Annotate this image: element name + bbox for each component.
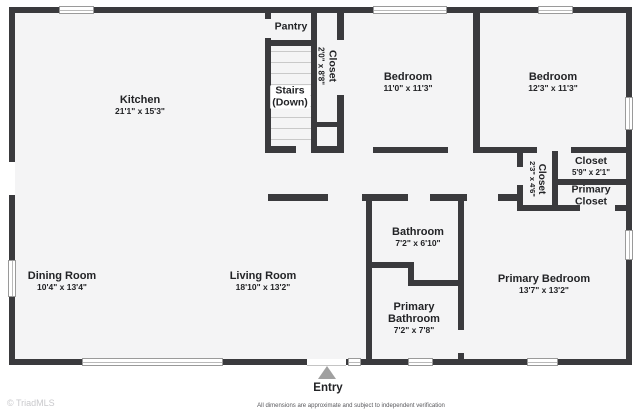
- stair-tread: [271, 128, 311, 129]
- window-bedroom2-top: [538, 6, 573, 14]
- window-primary-bedroom-bottom: [527, 358, 558, 366]
- wall-closet-inner-divider: [317, 122, 337, 127]
- stairs-name-line2: (Down): [272, 96, 308, 108]
- window-primary-bedroom-right: [625, 230, 633, 260]
- wall-closet-column-bottom: [311, 146, 344, 153]
- pantry-name: Pantry: [274, 20, 308, 33]
- wall-bath-step-h2: [408, 280, 464, 286]
- kitchen-dims: 21'1" x 15'3": [115, 106, 165, 116]
- wall-closetblock-bottom-1: [517, 205, 580, 211]
- window-bedroom2-right: [625, 97, 633, 130]
- stair-tread: [271, 62, 311, 63]
- wall-closet-bedroom1-lower: [337, 95, 344, 153]
- stair-tread: [271, 73, 311, 74]
- wall-closet-bedroom1-upper: [337, 13, 344, 40]
- kitchen-label: Kitchen 21'1" x 15'3": [115, 94, 165, 116]
- wall-closetblock-left-upper: [517, 147, 523, 167]
- bedroom1-label: Bedroom 11'0" x 11'3": [384, 71, 433, 93]
- wall-outer-top: [9, 7, 632, 13]
- stairs-name-line1: Stairs: [275, 84, 305, 97]
- living-room-label: Living Room 18'10" x 13'2": [230, 270, 297, 292]
- wall-outer-right: [626, 7, 632, 365]
- primary-closet-name-line2: Closet: [574, 195, 608, 207]
- window-dining-left: [8, 260, 16, 297]
- bathroom-label: Bathroom 7'2" x 6'10": [392, 226, 444, 248]
- primary-bedroom-name: Primary Bedroom: [497, 273, 591, 285]
- stairs-label: Stairs (Down): [270, 84, 310, 109]
- bathroom-name: Bathroom: [392, 226, 444, 238]
- hall-closet-dims: 2'0" x 8'8": [316, 46, 326, 86]
- bedroom2-closet-dims: 5'9" x 2'1": [571, 167, 611, 177]
- dining-room-dims: 10'4" x 13'4": [37, 282, 87, 292]
- window-bedroom1-top: [373, 6, 447, 14]
- primary-bathroom-label: Primary Bathroom 7'2" x 7'8": [388, 301, 440, 335]
- hall-closet-name: Closet: [326, 49, 339, 83]
- bedroom2-label: Bedroom 12'3" x 11'3": [528, 71, 577, 93]
- living-room-dims: 18'10" x 13'2": [235, 282, 291, 292]
- wall-hall-bottom-2: [362, 194, 408, 201]
- entry-door-opening: [307, 359, 346, 366]
- opening-left-wall: [9, 162, 15, 195]
- wall-pantry-left-upper: [265, 13, 271, 19]
- entry-label: Entry: [313, 382, 343, 394]
- wall-hall-bottom-1: [268, 194, 328, 201]
- wall-closetblock-bottom-2: [615, 205, 626, 211]
- wall-bath-step-h1: [366, 262, 414, 268]
- wall-bath-step-v: [408, 262, 414, 286]
- primary-closet-label: Primary Closet: [571, 183, 611, 208]
- linen-closet-name: Closet: [535, 163, 547, 195]
- primary-bedroom-dims: 13'7" x 13'2": [519, 285, 569, 295]
- pantry-label: Pantry: [275, 21, 308, 33]
- window-kitchen-top: [59, 6, 94, 14]
- wall-hall-bottom-4: [498, 194, 523, 201]
- dining-room-label: Dining Room 10'4" x 13'4": [28, 270, 96, 292]
- wall-hall-top-2: [478, 147, 537, 153]
- linen-closet-dims: 2'3" x 4'6": [527, 161, 537, 197]
- primary-bathroom-dims: 7'2" x 7'8": [393, 325, 435, 335]
- wall-stairs-bottom: [265, 146, 296, 153]
- wall-bathroom-right: [458, 201, 464, 330]
- kitchen-name: Kitchen: [119, 94, 161, 106]
- hall-closet-label: Closet 2'0" x 8'8": [316, 46, 339, 86]
- dining-room-name: Dining Room: [27, 270, 97, 282]
- linen-closet-label: Closet 2'3" x 4'6": [527, 161, 547, 197]
- primary-bathroom-name-line1: Primary: [393, 301, 435, 313]
- wall-hall-bottom-3: [430, 194, 467, 201]
- wall-closet59-primarycloset-divider: [552, 179, 626, 185]
- watermark: © TriadMLS: [7, 398, 55, 408]
- stair-tread: [271, 117, 311, 118]
- stair-tread: [271, 139, 311, 140]
- window-entry-side-bottom: [348, 358, 361, 366]
- window-primary-bathroom-bottom: [408, 358, 433, 366]
- disclaimer-text: All dimensions are approximate and subje…: [257, 403, 445, 409]
- primary-bathroom-name-line2: Bathroom: [388, 313, 440, 325]
- stair-tread: [271, 51, 311, 52]
- wall-pbath-right-stub: [458, 353, 464, 359]
- bedroom2-closet-label: Closet 5'9" x 2'1": [571, 154, 611, 177]
- wall-hall-top-3: [571, 147, 632, 153]
- primary-bedroom-label: Primary Bedroom 13'7" x 13'2": [498, 273, 590, 295]
- bedroom1-name: Bedroom: [383, 71, 433, 83]
- wall-stairs-closet-divider: [311, 13, 317, 152]
- stair-tread: [271, 84, 311, 85]
- bedroom2-closet-name: Closet: [574, 154, 608, 167]
- entry-arrow-icon: [318, 366, 336, 379]
- bedroom2-dims: 12'3" x 11'3": [528, 83, 578, 93]
- bathroom-dims: 7'2" x 6'10": [395, 238, 441, 248]
- wall-bathroom-left: [366, 201, 372, 359]
- bedroom1-dims: 11'0" x 11'3": [383, 83, 433, 93]
- floor-area: [15, 13, 626, 359]
- bedroom2-name: Bedroom: [528, 71, 578, 83]
- wall-kitchen-stairs: [265, 38, 271, 152]
- primary-closet-name-line1: Primary: [571, 183, 611, 196]
- wall-hall-top-1: [373, 147, 448, 153]
- wall-bedroom-divider: [473, 13, 480, 153]
- wall-pantry-bottom: [265, 40, 317, 46]
- window-living-bottom: [82, 358, 223, 366]
- living-room-name: Living Room: [229, 270, 297, 282]
